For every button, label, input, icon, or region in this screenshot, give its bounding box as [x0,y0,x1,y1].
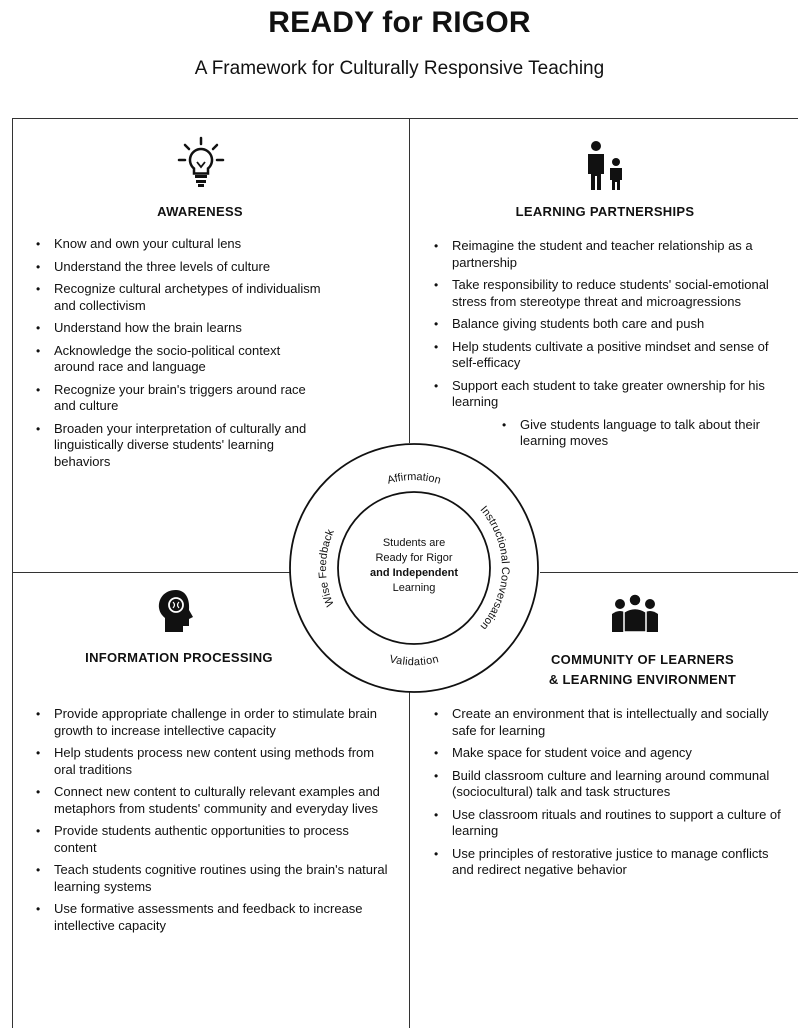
list-item: Teach students cognitive routines using … [32,862,392,895]
center-diagram: Affirmation Instructional Conversation W… [286,440,542,701]
ring-label-top: Affirmation [386,471,442,487]
center-line-3: and Independent [370,567,458,579]
list-item: Understand how the brain learns [32,320,322,337]
list-item: Support each student to take greater own… [430,378,770,411]
vertical-divider-top [409,118,410,443]
information-processing-heading: INFORMATION PROCESSING [85,650,273,665]
list-item: Use principles of restorative justice to… [430,846,790,879]
list-item: Broaden your interpretation of culturall… [32,421,322,471]
adult-child-icon [583,140,627,197]
page-title: READY for RIGOR [268,6,531,39]
list-item: Recognize your brain's triggers around r… [32,382,322,415]
center-line-4: Learning [393,582,436,594]
list-item: Create an environment that is intellectu… [430,706,790,739]
head-brain-icon [156,588,196,639]
community-heading-line1: COMMUNITY OF LEARNERS [550,652,734,667]
lightbulb-icon [176,136,226,193]
information-processing-list: Provide appropriate challenge in order t… [32,706,392,940]
list-item: Understand the three levels of culture [32,259,322,276]
list-item: Provide appropriate challenge in order t… [32,706,392,739]
center-line-1: Students are [383,537,445,549]
list-item: Reimagine the student and teacher relati… [430,238,770,271]
group-people-icon [610,592,660,639]
sub-list-item: Give students language to talk about the… [430,417,770,450]
list-item: Use formative assessments and feedback t… [32,901,392,934]
frame-left-rule [12,118,13,1028]
community-heading: COMMUNITY OF LEARNERS & LEARNING ENVIRON… [500,650,785,690]
horizontal-divider-left [12,572,290,573]
list-item: Use classroom rituals and routines to su… [430,807,790,840]
list-item: Know and own your cultural lens [32,236,322,253]
learning-partnerships-list: Reimagine the student and teacher relati… [430,238,770,456]
list-item: Take responsibility to reduce students' … [430,277,770,310]
list-item: Build classroom culture and learning aro… [430,768,790,801]
list-item: Recognize cultural archetypes of individ… [32,281,322,314]
community-heading-line2: & LEARNING ENVIRONMENT [548,672,737,687]
list-item: Help students cultivate a positive minds… [430,339,770,372]
frame-top-rule [12,118,798,119]
community-list: Create an environment that is intellectu… [430,706,790,885]
center-line-2: Ready for Rigor [375,552,452,564]
vertical-divider-bottom [409,690,410,1028]
ring-label-bottom: Validation [388,653,440,668]
list-item: Make space for student voice and agency [430,745,790,762]
list-item: Help students process new content using … [32,745,392,778]
awareness-list: Know and own your cultural lensUnderstan… [32,236,322,476]
list-item: Provide students authentic opportunities… [32,823,392,856]
list-item: Connect new content to culturally releva… [32,784,392,817]
horizontal-divider-right [540,572,798,573]
learning-partnerships-heading: LEARNING PARTNERSHIPS [515,204,695,219]
awareness-heading: AWARENESS [157,204,243,219]
inner-ring [337,491,491,645]
list-item: Balance giving students both care and pu… [430,316,770,333]
page-subtitle: A Framework for Culturally Responsive Te… [194,58,605,79]
list-item: Acknowledge the socio-political context … [32,343,322,376]
